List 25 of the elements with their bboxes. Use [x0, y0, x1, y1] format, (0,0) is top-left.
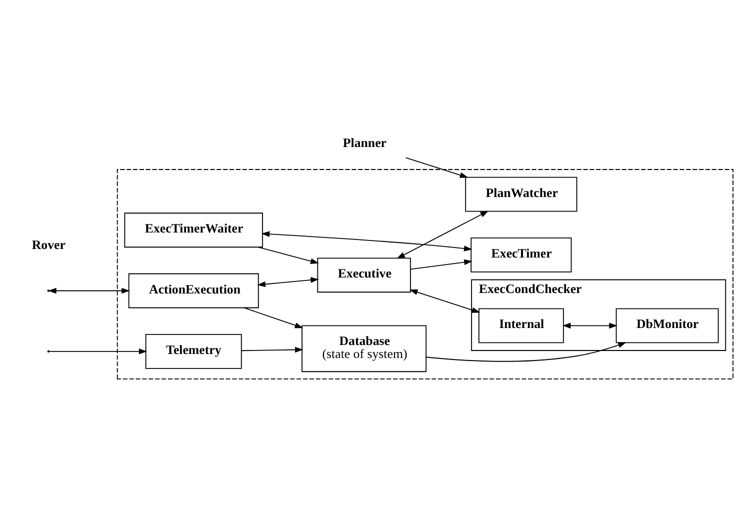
- arrow: [562, 322, 618, 329]
- node-box: Database (state of system): [302, 325, 427, 372]
- node-text: Planner: [342, 136, 386, 150]
- arrow: [405, 157, 468, 178]
- arrow: [257, 277, 319, 288]
- arrow: [241, 346, 304, 353]
- arrow: [409, 289, 480, 313]
- node-box: ExecTimer: [470, 237, 572, 272]
- arrow: [244, 307, 304, 328]
- label: Rover: [32, 238, 66, 252]
- arrow: [426, 342, 626, 362]
- arrow: [261, 231, 472, 252]
- arrow: [258, 246, 319, 264]
- node-box: ExecTimerWaiter: [124, 212, 263, 248]
- node-box: PlanWatcher: [465, 176, 578, 212]
- node-box: DbMonitor: [616, 308, 719, 344]
- cluster: [116, 169, 734, 380]
- arrow: [410, 259, 472, 270]
- node-box: Telemetry: [145, 334, 242, 369]
- arrow: [49, 348, 148, 354]
- arrow: [396, 210, 489, 259]
- node-box: ActionExecution: [128, 273, 259, 308]
- node-box: Internal: [478, 308, 564, 344]
- node-box: Executive: [317, 258, 411, 293]
- arrow: [48, 288, 130, 294]
